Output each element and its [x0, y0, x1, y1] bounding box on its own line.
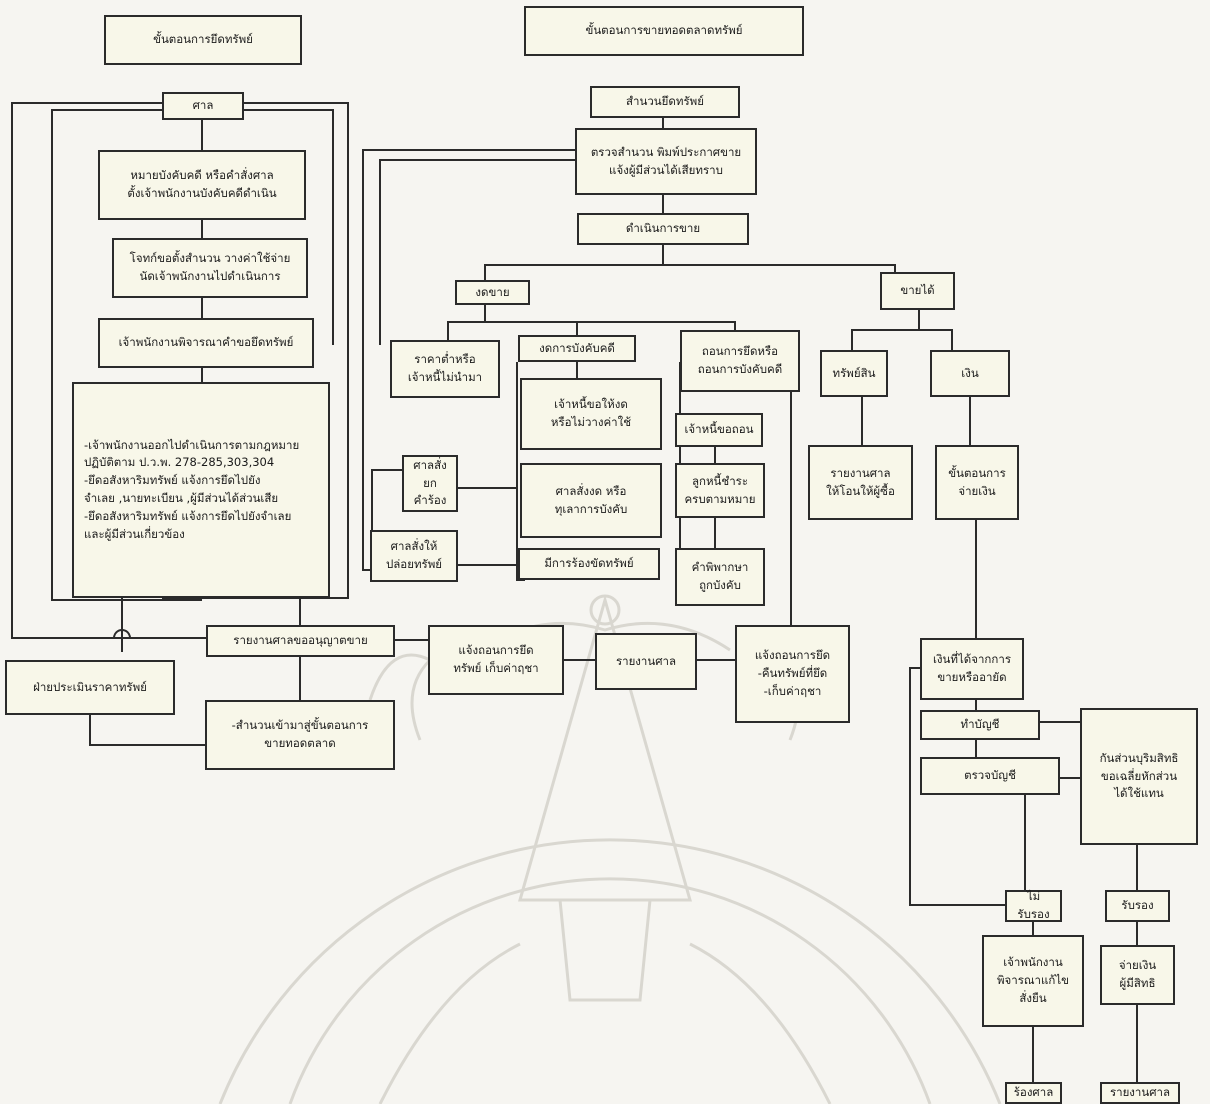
node-report-court: รายงานศาล [595, 633, 697, 690]
node-appraisal: ฝ่ายประเมินราคาทรัพย์ [5, 660, 175, 715]
node-writ: หมายบังคับคดี หรือคำสั่งศาล ตั้งเจ้าพนัก… [98, 150, 306, 220]
node-to-auction: -สำนวนเข้ามาสู่ขั้นตอนการ ขายทอดตลาด [205, 700, 395, 770]
node-creditor-withdraw: เจ้าหนี้ขอถอน [675, 413, 763, 447]
node-notify-withdraw-return: แจ้งถอนการยึด -คืนทรัพย์ที่ยึด -เก็บค่าฤ… [735, 625, 850, 723]
node-property-claim: มีการร้องขัดทรัพย์ [518, 548, 660, 580]
node-report-transfer: รายงานศาล ให้โอนให้ผู้ซื้อ [808, 445, 913, 520]
node-court: ศาล [162, 92, 244, 120]
node-reserve-rights: กันส่วนบุริมสิทธิ ขอเฉลี่ยหักส่วน ได้ใช้… [1080, 708, 1198, 845]
node-pay-entitled: จ่ายเงิน ผู้มีสิทธิ [1100, 945, 1175, 1005]
node-report-court-permit: รายงานศาลขออนุญาตขาย [206, 625, 395, 657]
node-withdraw-seize: ถอนการยึดหรือ ถอนการบังคับคดี [680, 330, 800, 392]
node-check-account: ตรวจบัญชี [920, 757, 1060, 795]
node-case-seized: สำนวนยึดทรัพย์ [590, 86, 740, 118]
node-plaintiff-request: โจทก์ขอตั้งสำนวน วางค่าใช้จ่าย นัดเจ้าพน… [112, 238, 308, 298]
node-not-certified: ไม่รับรอง [1005, 889, 1062, 922]
title-auction-process: ขั้นตอนการขายทอดตลาดทรัพย์ [524, 6, 804, 56]
node-court-order-suspend: ศาลสั่งงด หรือ ทุเลาการบังคับ [520, 463, 662, 538]
node-court-release: ศาลสั่งให้ ปล่อยทรัพย์ [370, 530, 458, 582]
node-officer-fix: เจ้าพนักงาน พิจารณาแก้ไข สั่งยืน [982, 935, 1084, 1027]
node-final-report: รายงานศาล [1100, 1082, 1180, 1104]
node-proceed-sale: ดำเนินการขาย [577, 213, 749, 245]
node-sold: ขายได้ [880, 272, 955, 310]
node-money: เงิน [930, 350, 1010, 397]
title-seize-process: ขั้นตอนการยึดทรัพย์ [104, 15, 302, 65]
node-court-petition: ร้องศาล [1005, 1082, 1062, 1104]
node-payment-step: ขั้นตอนการ จ่ายเงิน [935, 445, 1019, 520]
node-make-account: ทำบัญชี [920, 710, 1040, 740]
node-asset: ทรัพย์สิน [820, 350, 888, 397]
node-low-price: ราคาต่ำหรือ เจ้าหนี้ไม่นำมา [390, 340, 500, 398]
node-debtor-pays: ลูกหนี้ชำระ ครบตามหมาย [675, 463, 765, 518]
node-notify-withdraw-fee: แจ้งถอนการยึด ทรัพย์ เก็บค่าฤชา [428, 625, 564, 695]
node-judgment: คำพิพากษา ถูกบังคับ [675, 548, 765, 606]
node-officer-consider: เจ้าพนักงานพิจารณาคำขอยึดทรัพย์ [98, 318, 314, 368]
node-suspend-sale: งดขาย [455, 280, 530, 305]
node-money-received: เงินที่ได้จากการ ขายหรืออายัด [920, 638, 1024, 700]
node-suspend-enforce: งดการบังคับคดี [518, 335, 636, 362]
node-inspect: ตรวจสำนวน พิมพ์ประกาศขาย แจ้งผู้มีส่วนได… [575, 128, 757, 195]
node-officer-action: -เจ้าพนักงานออกไปดำเนินการตามกฎหมาย ปฏิบ… [72, 382, 330, 598]
node-court-dismiss: ศาลสั่ง ยกคำร้อง [402, 455, 458, 512]
node-certified: รับรอง [1105, 890, 1170, 922]
node-creditor-request: เจ้าหนี้ขอให้งด หรือไม่วางค่าใช้ [520, 378, 662, 450]
